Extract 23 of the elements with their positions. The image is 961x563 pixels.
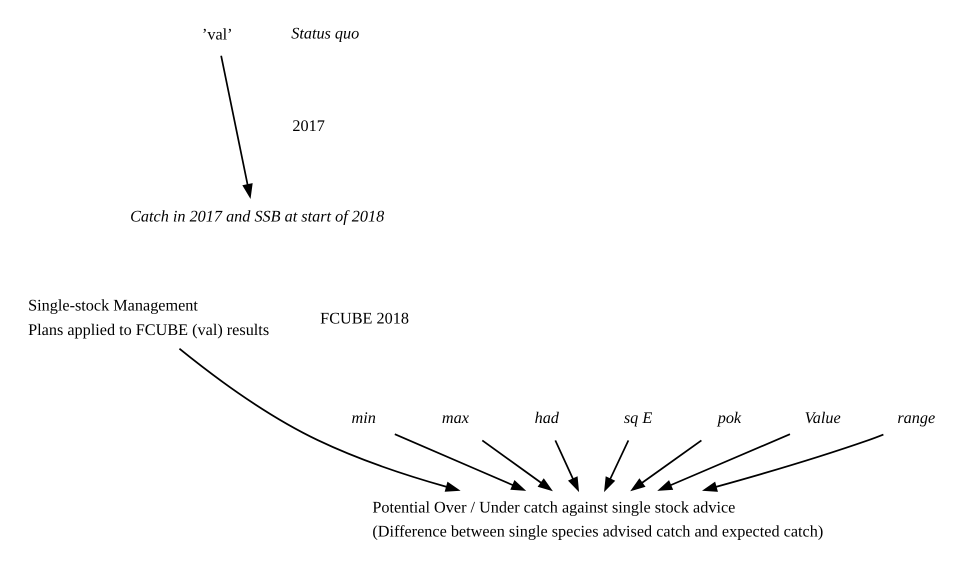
- label: Status quo: [290, 24, 359, 42]
- node-text: pok: [717, 408, 741, 427]
- label: FCUBE 2018: [320, 308, 408, 327]
- arrow: [630, 439, 702, 491]
- arrow: [554, 440, 579, 492]
- label: 2017: [292, 116, 324, 134]
- node-text: Potential Over / Under catch against single stock advice (Difference between single species advised catch and expected catch): [372, 498, 823, 540]
- node-text: sq E: [623, 408, 652, 427]
- node-text: ’val’: [201, 24, 232, 43]
- arrow: [701, 433, 884, 492]
- node-text: min: [350, 408, 376, 427]
- arrow: [178, 348, 460, 492]
- node-text: Single-stock Management Plans applied to FCUBE (val) results: [28, 296, 269, 338]
- arrow: [394, 432, 526, 490]
- arrow: [656, 432, 790, 490]
- arrow: [481, 439, 552, 491]
- node-text: max: [441, 408, 468, 427]
- arrow: [220, 55, 252, 198]
- node-text: Value: [804, 408, 840, 427]
- node-text: range: [896, 408, 935, 427]
- node-text: Catch in 2017 and SSB at start of 2018: [130, 206, 384, 225]
- arrow: [604, 440, 629, 492]
- node-text: had: [534, 408, 558, 427]
